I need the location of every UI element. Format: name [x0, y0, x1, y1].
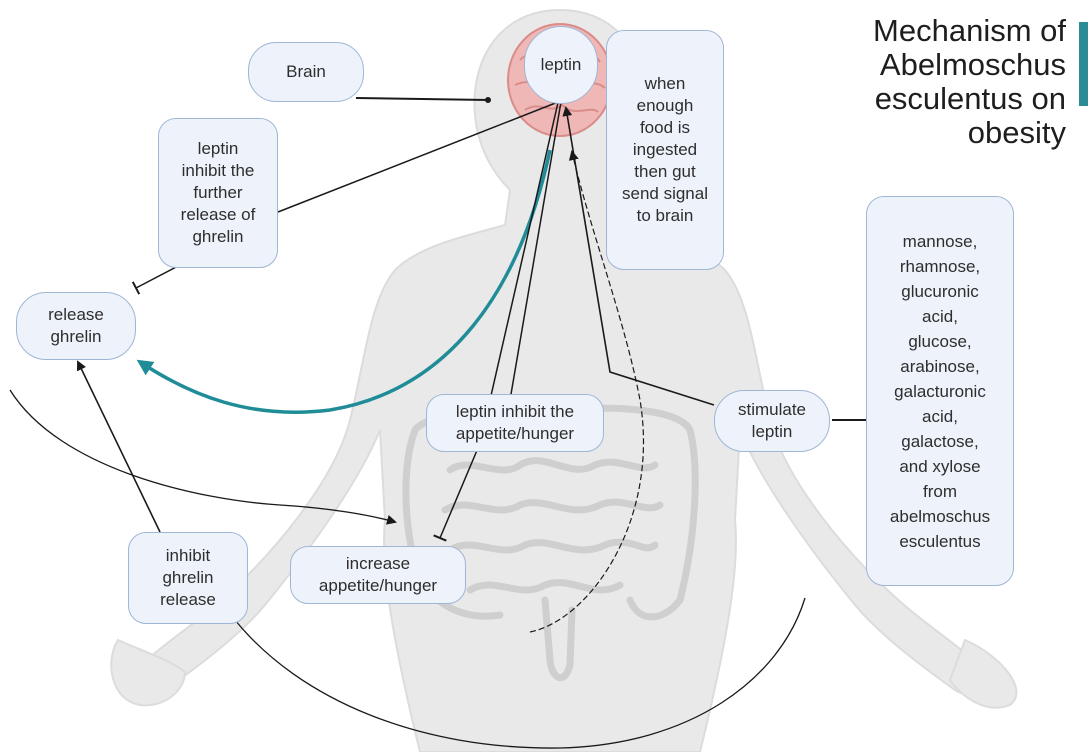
node-stimulate-leptin: stimulate leptin	[714, 390, 830, 452]
node-compounds: mannose, rhamnose, glucuronic acid, gluc…	[866, 196, 1014, 586]
node-gut-signal: when enough food is ingested then gut se…	[606, 30, 724, 270]
node-leptin-inhibit-appetite: leptin inhibit the appetite/hunger	[426, 394, 604, 452]
node-leptin: leptin	[524, 26, 598, 104]
node-brain: Brain	[248, 42, 364, 102]
node-increase-appetite: increase appetite/hunger	[290, 546, 466, 604]
title-accent-bar	[1079, 22, 1088, 106]
brain-to-brain-connector	[356, 98, 488, 100]
node-leptin-inhibit-ghrelin: leptin inhibit the further release of gh…	[158, 118, 278, 268]
diagram-title: Mechanism of Abelmoschus esculentus on o…	[806, 14, 1066, 150]
appetite-to-leptin-arrow	[490, 85, 562, 400]
node-inhibit-ghrelin-release: inhibit ghrelin release	[128, 532, 248, 624]
node-release-ghrelin: release ghrelin	[16, 292, 136, 360]
bottom-loop-curve	[235, 598, 805, 748]
inhibit-ghrelin-to-release-ghrelin-arrow	[78, 362, 160, 532]
